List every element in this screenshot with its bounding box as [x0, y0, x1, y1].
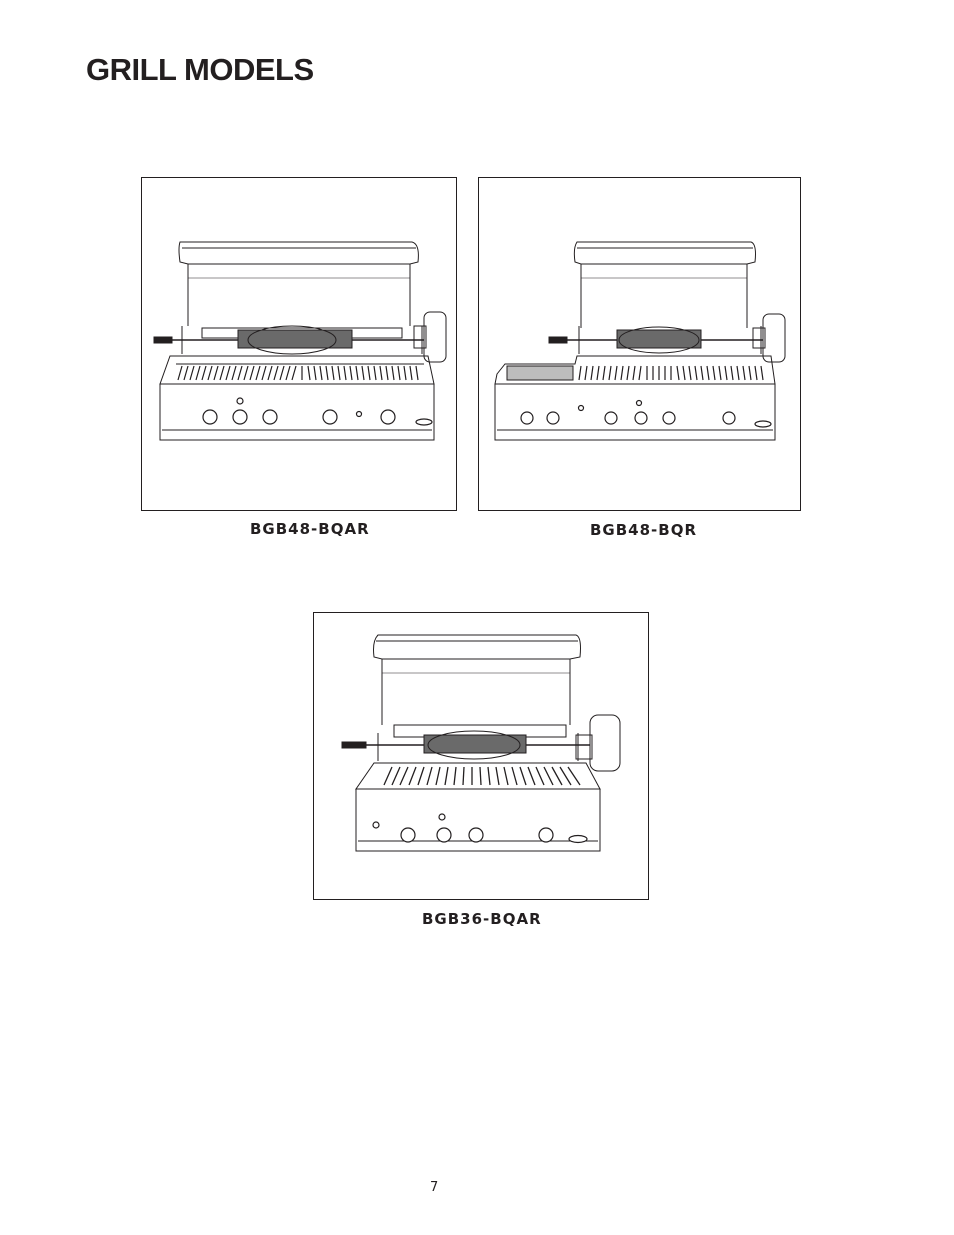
page-number: 7	[430, 1180, 438, 1195]
model-figure-bgb36-bqar	[313, 612, 649, 900]
model-caption: BGB48-BQAR	[250, 520, 370, 538]
model-figure-bgb48-bqr	[478, 177, 801, 511]
model-caption: BGB48-BQR	[590, 521, 697, 539]
model-caption: BGB36-BQAR	[422, 910, 542, 928]
grill-48-sear-illustration	[479, 178, 802, 512]
grill-36-illustration	[314, 613, 650, 901]
grill-48-illustration	[142, 178, 458, 512]
model-figure-bgb48-bqar	[141, 177, 457, 511]
page-title: GRILL MODELS	[86, 52, 314, 88]
